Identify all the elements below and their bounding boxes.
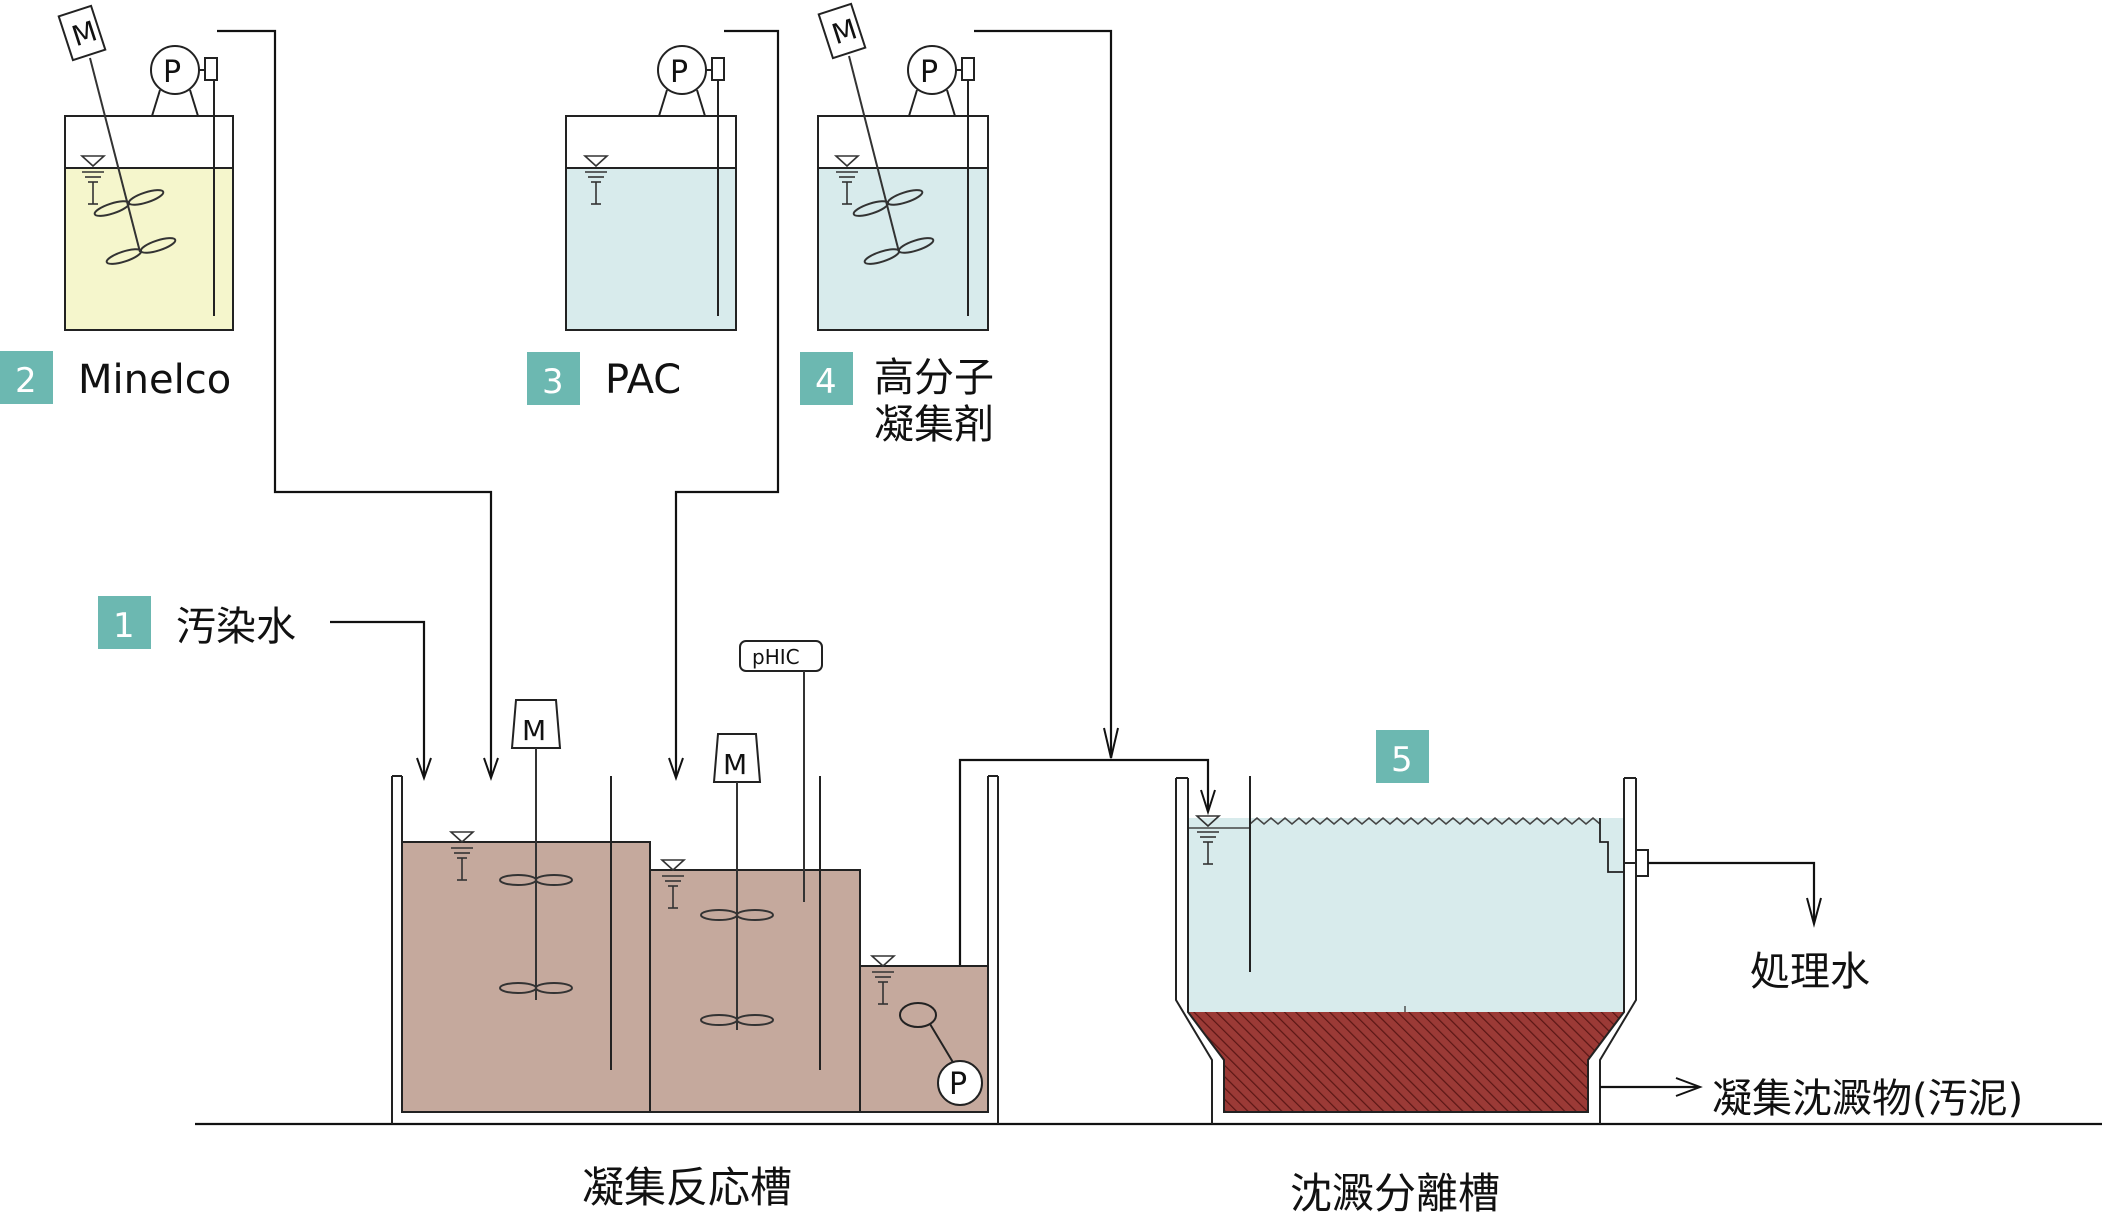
label-sludge: 凝集沈澱物(汚泥) [1712,1076,2023,1122]
water-level-icon [582,155,610,205]
svg-text:4: 4 [815,362,837,402]
badge-5: 5 [1376,730,1429,783]
label-pac: PAC [605,357,681,403]
title-settling-tank: 沈澱分離槽 [1290,1169,1500,1216]
ph-controller: pHIC [739,640,823,902]
label-minelco: Minelco [78,357,231,403]
title-reaction-tank: 凝集反応槽 [582,1163,792,1212]
pump-icon: P [937,1060,983,1106]
label-contaminated-water: 汚染水 [176,604,296,650]
label-polymer-line1: 高分子 [874,355,994,401]
water-level-icon [833,155,861,205]
svg-text:P: P [920,55,938,90]
svg-text:3: 3 [542,362,564,402]
svg-text:P: P [163,55,181,90]
level-float [899,1002,937,1028]
label-treated-water: 処理水 [1750,949,1870,995]
svg-text:pHIC: pHIC [752,645,800,669]
reagent-tank-polymer: M P [817,2,989,331]
sludge-layer [1188,1012,1624,1112]
reagent-tank-minelco: M P [57,4,234,331]
motor-icon: M [57,4,107,62]
water-level-icon [1194,815,1222,865]
dosing-pipes [217,29,1216,1061]
svg-text:M: M [522,714,546,747]
svg-text:P: P [670,55,688,90]
badge-4: 4 [800,352,853,405]
svg-text:5: 5 [1391,740,1413,780]
motor-icon: M [510,699,562,749]
pump-icon: P [150,45,218,117]
badge-2: 2 [0,351,53,404]
badge-1: 1 [98,596,151,649]
motor-icon: M [817,2,867,60]
label-polymer-line2: 凝集剤 [874,402,994,448]
badge-3: 3 [527,352,580,405]
pump-icon: P [657,45,725,117]
motor-icon: M [712,733,762,783]
reaction-tank: M M pHIC P [391,640,999,1124]
svg-text:1: 1 [113,606,135,646]
water-level-icon [79,155,107,205]
svg-text:P: P [949,1067,967,1102]
svg-text:M: M [723,748,747,781]
reagent-tank-pac: P [565,45,737,331]
svg-text:2: 2 [15,361,37,401]
water-level-icon [659,859,687,909]
settling-tank [1175,776,1822,1124]
water-level-icon [869,955,897,1005]
water-level-icon [448,831,476,881]
pump-icon: P [907,45,975,117]
